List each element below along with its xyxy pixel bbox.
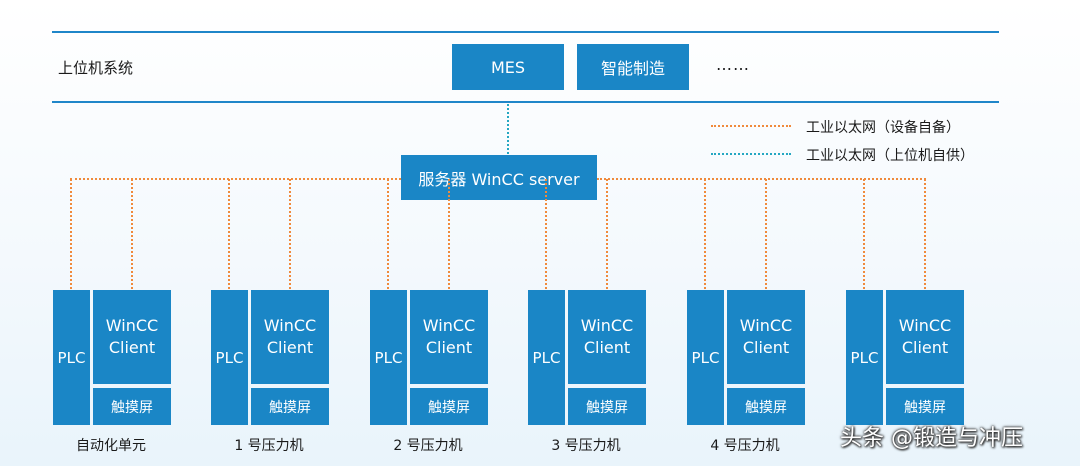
- wincc-client-label: WinCC: [580, 316, 634, 335]
- wincc-client-label: WinCC: [422, 316, 476, 335]
- mes-box: MES: [452, 44, 564, 90]
- plc-box: PLC: [53, 290, 90, 425]
- plc-link-line: [704, 179, 706, 289]
- plc-link-line: [863, 179, 865, 289]
- unit-label: 1 号压力机: [234, 438, 304, 454]
- wincc-client-label: WinCC: [898, 316, 952, 335]
- plc-link-line: [70, 179, 72, 289]
- unit-label: 4 号压力机: [710, 438, 780, 454]
- wincc-client-label: Client: [742, 338, 790, 357]
- client-link-line: [765, 179, 767, 289]
- touchscreen-box: 触摸屏: [410, 388, 488, 425]
- server-uplink: [507, 104, 509, 154]
- plc-box: PLC: [528, 290, 565, 425]
- wincc-client-label: Client: [901, 338, 949, 357]
- touchscreen-box: 触摸屏: [886, 388, 964, 425]
- wincc-client-label: Client: [108, 338, 156, 357]
- touchscreen-box: 触摸屏: [568, 388, 646, 425]
- client-link-line: [606, 179, 608, 289]
- wincc-client-box: WinCC Client: [251, 290, 329, 384]
- server-box: 服务器 WinCC server: [401, 155, 597, 200]
- wincc-client-box: WinCC Client: [886, 290, 964, 384]
- top-divider-line: [52, 31, 999, 33]
- right-bus-line: [597, 178, 926, 180]
- wincc-client-label: WinCC: [739, 316, 793, 335]
- legend-line-cyan: [711, 153, 791, 155]
- ellipsis: ……: [716, 55, 750, 74]
- legend-label-cyan: 工业以太网（上位机自供）: [806, 148, 974, 164]
- wincc-client-box: WinCC Client: [93, 290, 171, 384]
- wincc-client-box: WinCC Client: [410, 290, 488, 384]
- plc-box: PLC: [211, 290, 248, 425]
- plc-link-line: [545, 179, 547, 289]
- plc-box: PLC: [370, 290, 407, 425]
- legend-line-orange: [711, 125, 791, 127]
- client-link-line: [289, 179, 291, 289]
- plc-link-line: [387, 179, 389, 289]
- client-link-line: [448, 179, 450, 289]
- legend-label-orange: 工业以太网（设备自备）: [806, 120, 960, 136]
- unit-label: 自动化单元: [76, 438, 146, 454]
- touchscreen-box: 触摸屏: [727, 388, 805, 425]
- top-layer-label: 上位机系统: [58, 59, 134, 77]
- client-link-line: [924, 179, 926, 289]
- wincc-client-label: WinCC: [263, 316, 317, 335]
- left-bus-line: [70, 178, 401, 180]
- touchscreen-box: 触摸屏: [93, 388, 171, 425]
- wincc-client-box: WinCC Client: [568, 290, 646, 384]
- plc-box: PLC: [687, 290, 724, 425]
- unit-label: 2 号压力机: [393, 438, 463, 454]
- smart-manufacturing-box: 智能制造: [577, 44, 689, 90]
- bottom-divider-line: [52, 101, 999, 103]
- client-link-line: [131, 179, 133, 289]
- wincc-client-label: WinCC: [105, 316, 159, 335]
- unit-label: 3 号压力机: [551, 438, 621, 454]
- plc-link-line: [228, 179, 230, 289]
- wincc-client-label: Client: [425, 338, 473, 357]
- watermark: 头条 @锻造与冲压: [840, 426, 1023, 451]
- wincc-client-box: WinCC Client: [727, 290, 805, 384]
- touchscreen-box: 触摸屏: [251, 388, 329, 425]
- wincc-client-label: Client: [266, 338, 314, 357]
- plc-box: PLC: [846, 290, 883, 425]
- wincc-client-label: Client: [583, 338, 631, 357]
